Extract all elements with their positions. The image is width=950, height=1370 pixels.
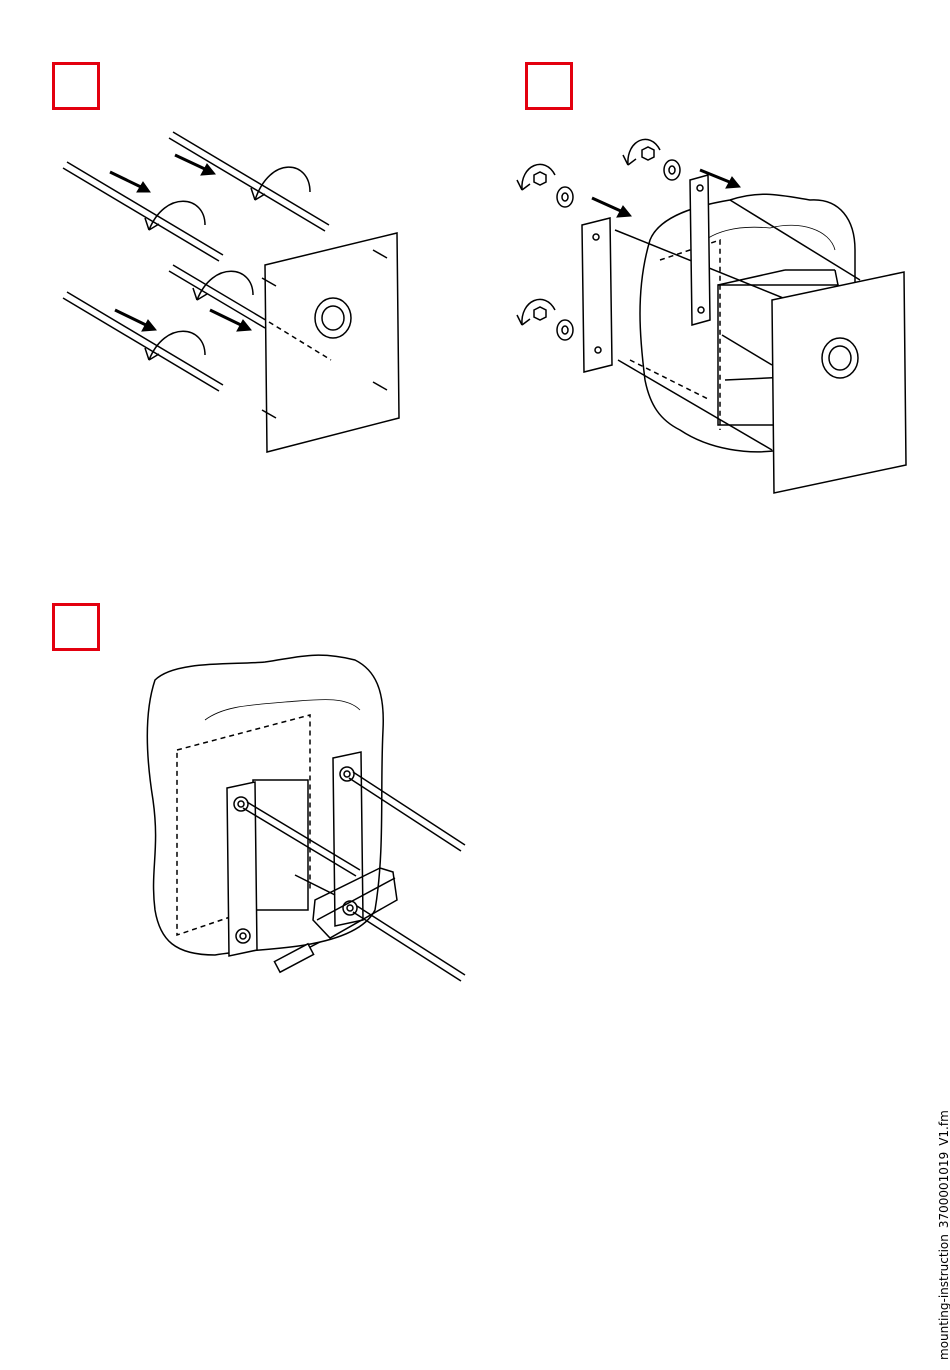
cover-plate [772, 272, 906, 493]
threaded-rod [353, 912, 461, 981]
washer-icon [664, 160, 680, 180]
mounting-box-opening [253, 780, 308, 910]
step-1-marker [52, 62, 100, 110]
footer-filename: mounting-instruction_3700001019_V1.fm [937, 1110, 950, 1360]
nut-icon [534, 172, 546, 185]
step-3-illustration [135, 650, 475, 990]
mounting-bracket [690, 175, 710, 325]
cover-plate [265, 233, 399, 452]
rotate-arrow-icon [517, 299, 555, 325]
rotate-arrow-icon [517, 164, 555, 190]
step-2-illustration [510, 120, 910, 500]
threaded-rod [63, 162, 223, 261]
threaded-rod [357, 906, 465, 975]
step-3-marker [52, 603, 100, 651]
nut-icon [642, 147, 654, 160]
threaded-rod [63, 292, 223, 391]
threaded-rod [169, 132, 329, 231]
mounting-bracket [333, 752, 363, 926]
push-arrow-icon [592, 198, 631, 217]
washer-icon [557, 187, 573, 207]
step-1-illustration [55, 120, 415, 465]
rotate-arrow-icon [193, 271, 253, 300]
mounting-bracket [227, 782, 257, 956]
washer-icon [557, 320, 573, 340]
mounting-bracket [582, 218, 612, 372]
push-arrow-icon [110, 172, 150, 192]
push-arrow-icon [115, 310, 156, 331]
step-2-marker [525, 62, 573, 110]
push-arrow-icon [175, 155, 215, 175]
push-arrow-icon [210, 310, 251, 331]
nut-icon [534, 307, 546, 320]
